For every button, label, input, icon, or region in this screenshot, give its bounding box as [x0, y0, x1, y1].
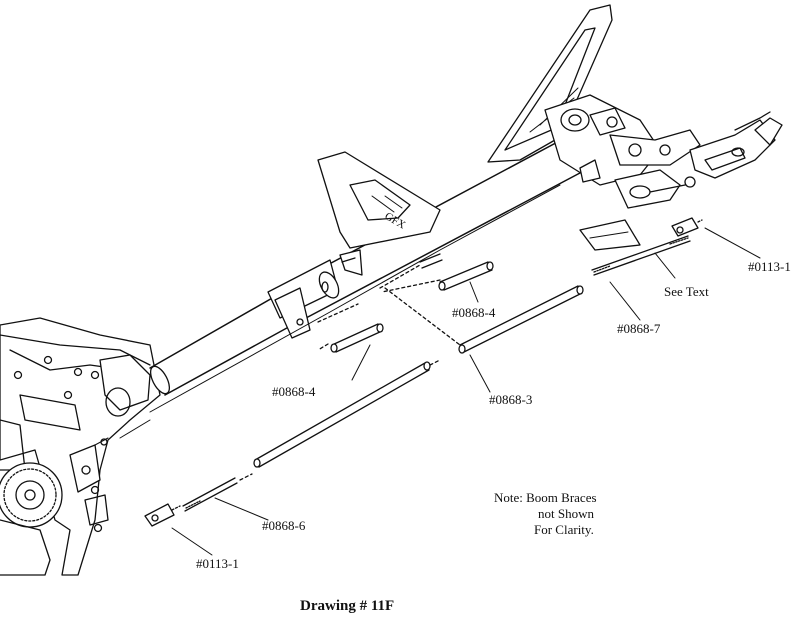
main-gear: [0, 462, 63, 528]
callout-see-text: See Text: [664, 284, 709, 299]
part-0868-4-upper-rod: [379, 253, 494, 291]
drawing-title: Drawing # 11F: [300, 598, 395, 614]
part-0868-7-rod: [591, 235, 691, 276]
part-0113-1-top-ball-link: [671, 217, 703, 237]
note-line-3: For Clarity.: [534, 522, 594, 537]
part-0868-3-rod: [384, 285, 584, 354]
callout-0868-6: #0868-6: [262, 518, 306, 533]
callout-0868-3: #0868-3: [489, 392, 533, 407]
callout-0868-4-upper: #0868-4: [452, 305, 496, 320]
leader-lines: [171, 227, 761, 556]
horizontal-stabilizer: GFX: [317, 151, 441, 276]
callout-0868-4-lower: #0868-4: [272, 384, 316, 399]
tail-gearbox: [544, 94, 783, 251]
part-0868-4-lower-rod: [317, 303, 384, 353]
callout-0113-1-bottom: #0113-1: [196, 556, 239, 571]
tail-boom: [94, 129, 596, 446]
exploded-parts: [144, 217, 703, 527]
main-frame: [0, 317, 161, 576]
note-line-1: Note: Boom Braces: [494, 490, 597, 505]
note-line-2: not Shown: [538, 506, 594, 521]
note-boom-braces: Note: Boom Braces not Shown For Clarity.: [494, 490, 597, 538]
callout-0113-1-top: #0113-1: [748, 259, 791, 274]
callout-0868-7: #0868-7: [617, 321, 661, 336]
part-0113-1-bottom-ball-link: [144, 503, 181, 527]
part-0868-6-long-rod: [182, 359, 441, 512]
